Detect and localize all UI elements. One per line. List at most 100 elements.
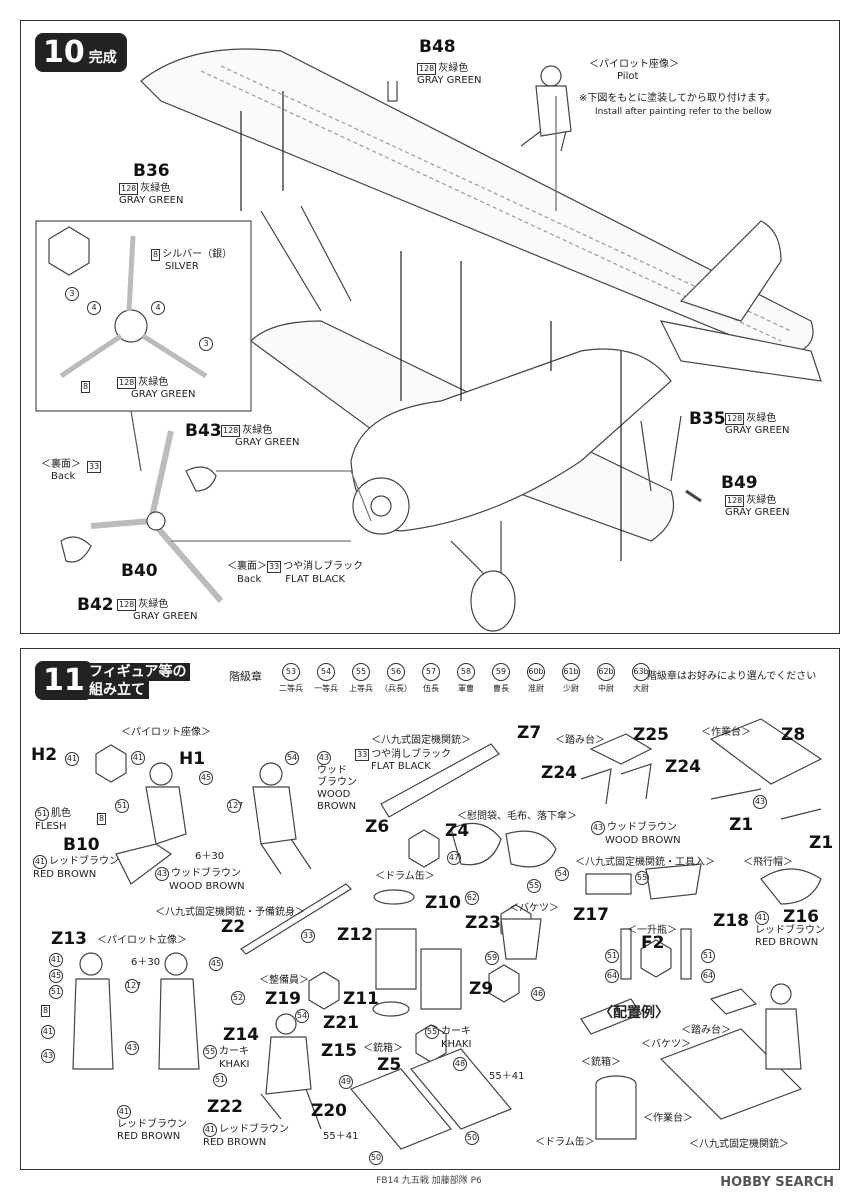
paint-num: 128 (725, 413, 745, 425)
paint-en: WOOD BROWN (169, 881, 245, 892)
pilot-seat-label: ＜パイロット座像＞ (121, 727, 211, 738)
gun-box-label: ＜銃箱＞ (363, 1043, 403, 1054)
rank-insignia-number: 57 (422, 663, 440, 681)
part-z9: Z9 (469, 979, 494, 999)
paint-en: SILVER (165, 261, 199, 272)
paint-jp: 灰緑色 (242, 425, 273, 436)
spare-barrel-label: ＜八九式固定機関銃・予備銃身＞ (155, 907, 305, 918)
part-b36: B36 (133, 161, 170, 181)
paint-en: GRAY GREEN (725, 507, 790, 518)
paint-circle: 51 (701, 949, 715, 963)
paint-jp: 灰緑色 (746, 495, 777, 506)
paint-circle: 41 (203, 1123, 217, 1137)
rank-insignia-number: 55 (352, 663, 370, 681)
page-footer: FB14 九五戦 加藤部隊 P6 (376, 1176, 482, 1186)
part-z24-a: Z24 (541, 763, 577, 783)
paint-jp: ウッドブラウン (607, 822, 677, 833)
part-h1: H1 (179, 749, 206, 769)
rank-label: 階級章 (229, 670, 262, 683)
paint-circle: 46 (531, 987, 545, 1001)
rank-insignia-number: 54 (317, 663, 335, 681)
pilot-seat-label: ＜パイロット座像＞ (589, 59, 679, 70)
rank-insignia-number: 62b (597, 663, 615, 681)
paint-en: WOOD (317, 789, 351, 800)
paint-en: KHAKI (219, 1059, 250, 1070)
part-b49: B49 (721, 473, 758, 493)
paint-jp: 灰緑色 (140, 183, 171, 194)
paint-num: 128 (117, 599, 137, 611)
part-z13: Z13 (51, 929, 87, 949)
stool-label: ＜踏み台＞ (555, 735, 605, 746)
step-title-1: フィギュア等の (85, 663, 191, 681)
paint-jp: 灰緑色 (438, 63, 469, 74)
paint-circle: 43 (41, 1049, 55, 1063)
pilot-note-en: Install after painting refer to the bell… (595, 107, 772, 117)
part-h2: H2 (31, 745, 58, 765)
figures-drawing (72, 718, 823, 1150)
paint-circle: 55 (425, 1025, 439, 1039)
back-jp: ＜裏面＞ (41, 459, 81, 470)
rank-insignia-number: 59 (492, 663, 510, 681)
watermark: HOBBY SEARCH (720, 1175, 834, 1190)
tools-label: ＜八九式固定機関銃・工具入＞ (575, 857, 715, 868)
part-z17: Z17 (573, 905, 609, 925)
paint-circle: 43 (591, 821, 605, 835)
paint-jp: レッドブラウン (219, 1124, 289, 1135)
mg-label: ＜八九式固定機関銃＞ (371, 735, 471, 746)
paint-circle: 51 (605, 949, 619, 963)
paint-circle: 51 (115, 799, 129, 813)
example-mg-label: ＜八九式固定機関銃＞ (689, 1139, 789, 1150)
rank-insignia-title: 大尉 (633, 684, 649, 693)
part-z19: Z19 (265, 989, 301, 1009)
back-jp: ＜裏面＞ (227, 561, 267, 572)
rank-insignia: 56（兵長） (376, 663, 416, 694)
part-z1-a: Z1 (729, 815, 754, 835)
paint-num: 128 (119, 183, 139, 195)
paint-jp: レッドブラウン (49, 856, 119, 867)
paint-num: 8 (41, 1005, 51, 1017)
part-z4: Z4 (445, 821, 470, 841)
paint-circle: 55 (635, 871, 649, 885)
paint-num: 128 (221, 425, 241, 437)
paint-jp: 灰緑色 (138, 377, 169, 388)
example-drum-label: ＜ドラム缶＞ (535, 1137, 595, 1148)
part-b40: B40 (121, 561, 158, 581)
rank-insignia-title: 二等兵 (279, 684, 303, 693)
part-circle: 4 (87, 301, 101, 315)
paint-circle: 50 (465, 1131, 479, 1145)
paint-en: GRAY GREEN (235, 437, 300, 448)
part-b35: B35 (689, 409, 726, 429)
paint-jp: ウッドブラウン (171, 868, 241, 879)
part-b10: B10 (63, 835, 100, 855)
example-box-label: ＜銃箱＞ (581, 1057, 621, 1068)
paint-circle: 55 (203, 1045, 217, 1059)
paint-circle: 45 (209, 957, 223, 971)
stand-label: ＜パイロット立像＞ (97, 935, 187, 946)
drum-label: ＜ドラム缶＞ (375, 871, 435, 882)
paint-en: FLESH (35, 821, 67, 832)
part-z7: Z7 (517, 723, 542, 743)
paint-circle: 33 (301, 929, 315, 943)
paint-en: BROWN (317, 801, 357, 812)
back-en: Back (51, 471, 76, 482)
paint-circle: 43 (125, 1041, 139, 1055)
paint-circle: 50 (369, 1151, 383, 1165)
part-z11: Z11 (343, 989, 379, 1009)
paint-num: 128 (117, 377, 137, 389)
rank-insignia-title: 伍長 (423, 684, 439, 693)
example-stool-label: ＜踏み台＞ (681, 1025, 731, 1036)
paint-en: GRAY GREEN (133, 611, 198, 622)
paint-en: RED BROWN (755, 937, 819, 948)
bag-label: ＜慰問袋、毛布、落下傘＞ (457, 811, 577, 822)
paint-circle: 41 (117, 1105, 131, 1119)
paint-en: RED BROWN (117, 1131, 181, 1142)
part-circle: 3 (199, 337, 213, 351)
part-z20: Z20 (311, 1101, 347, 1121)
paint-en: GRAY GREEN (131, 389, 196, 400)
rank-insignia-number: 58 (457, 663, 475, 681)
paint-en: FLAT BLACK (371, 761, 431, 772)
paint-circle: 64 (701, 969, 715, 983)
